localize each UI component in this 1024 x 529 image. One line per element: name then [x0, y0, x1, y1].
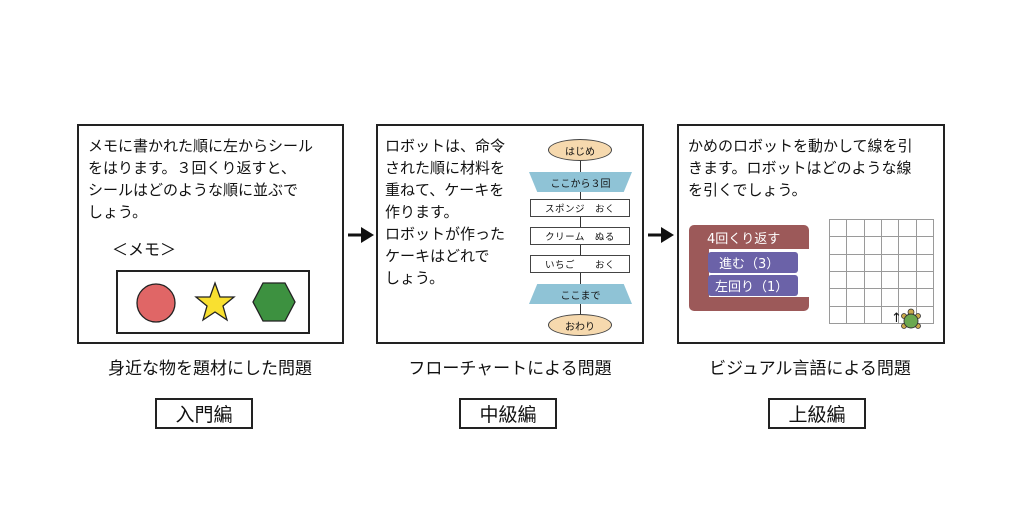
- flow-loop-start: ここから３回: [529, 172, 632, 192]
- grid-cell: [915, 288, 934, 307]
- grid-cell: [829, 271, 848, 290]
- grid-cell: [863, 219, 882, 238]
- grid-cell: [829, 305, 848, 324]
- grid-cell: [863, 253, 882, 272]
- caption-intermediate: フローチャートによる問題: [408, 359, 612, 379]
- arrow-right-icon: [348, 227, 374, 243]
- grid-cell: [898, 253, 917, 272]
- level-label-intermediate: 中級編: [459, 398, 557, 429]
- flow-end: おわり: [548, 314, 612, 336]
- grid-cell: [915, 219, 934, 238]
- turtle-icon: [901, 308, 921, 329]
- grid-cell: [915, 253, 934, 272]
- arrow-right-icon: [648, 227, 674, 243]
- grid-cell: [881, 288, 900, 307]
- problem-text: メモに書かれた順に左からシール をはります。３回くり返すと、 シールはどのような…: [88, 137, 314, 221]
- green-hexagon-sticker: [252, 282, 296, 322]
- drawing-grid: [829, 219, 934, 324]
- grid-cell: [863, 305, 882, 324]
- grid-cell: [898, 271, 917, 290]
- flow-start: はじめ: [548, 139, 612, 161]
- grid-cell: [881, 253, 900, 272]
- yellow-star-sticker: [194, 281, 236, 322]
- grid-cell: [915, 271, 934, 290]
- grid-cell: [863, 288, 882, 307]
- level-label-advanced: 上級編: [768, 398, 866, 429]
- red-circle-sticker: [136, 283, 176, 323]
- grid-cell: [881, 236, 900, 255]
- grid-cell: [898, 219, 917, 238]
- memo-label: ＜メモ＞: [112, 240, 177, 259]
- turn-block: 左回り（1）: [708, 275, 798, 296]
- grid-cell: [846, 271, 865, 290]
- grid-cell: [863, 271, 882, 290]
- repeat-block-label: 4回くり返す: [707, 231, 781, 247]
- grid-cell: [829, 253, 848, 272]
- memo-box: [116, 270, 310, 334]
- grid-cell: [898, 288, 917, 307]
- caption-beginner: 身近な物を題材にした問題: [108, 359, 312, 379]
- grid-cell: [863, 236, 882, 255]
- panel-intermediate: ロボットは、命令 された順に材料を 重ねて、ケーキを 作ります。 ロボットが作っ…: [376, 124, 644, 344]
- move-block: 進む（3）: [708, 252, 798, 273]
- problem-text: ロボットは、命令 された順に材料を 重ねて、ケーキを 作ります。 ロボットが作っ…: [385, 137, 506, 287]
- grid-cell: [829, 219, 848, 238]
- caption-advanced: ビジュアル言語による問題: [709, 359, 911, 379]
- flow-step: クリーム ぬる: [530, 227, 630, 245]
- flow-step: スポンジ おく: [530, 199, 630, 217]
- grid-cell: [846, 236, 865, 255]
- grid-cell: [846, 253, 865, 272]
- grid-cell: [881, 271, 900, 290]
- problem-text: かめのロボットを動かして線を引 きます。ロボットはどのような線 を引くでしょう。: [688, 137, 913, 199]
- panel-advanced: かめのロボットを動かして線を引 きます。ロボットはどのような線 を引くでしょう。…: [677, 124, 945, 344]
- up-arrow-icon: ↑: [891, 311, 902, 326]
- grid-cell: [829, 236, 848, 255]
- flow-loop-end: ここまで: [529, 284, 632, 304]
- flow-step: いちご おく: [530, 255, 630, 273]
- grid-cell: [898, 236, 917, 255]
- grid-cell: [846, 219, 865, 238]
- grid-cell: [915, 236, 934, 255]
- grid-cell: [846, 288, 865, 307]
- level-label-beginner: 入門編: [155, 398, 253, 429]
- panel-beginner: メモに書かれた順に左からシール をはります。３回くり返すと、 シールはどのような…: [77, 124, 344, 344]
- grid-cell: [829, 288, 848, 307]
- grid-cell: [881, 219, 900, 238]
- grid-cell: [846, 305, 865, 324]
